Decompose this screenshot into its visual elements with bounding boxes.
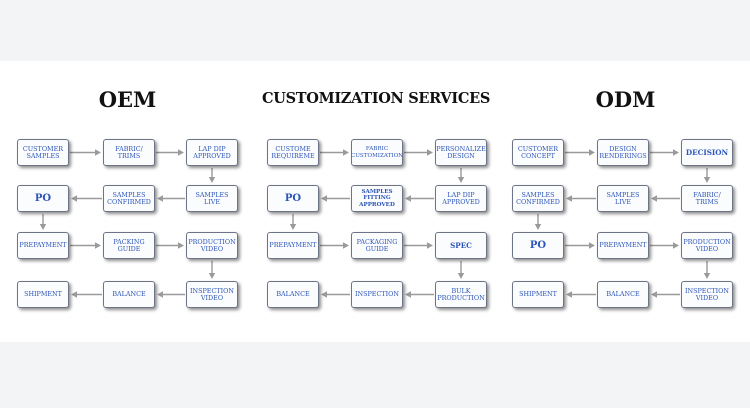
oem-title: OEM (98, 87, 157, 112)
oem-inspection-video-node: INSPECTION VIDEO (186, 281, 238, 308)
odm-customer-concept-node: CUSTOMER CONCEPT (512, 139, 564, 166)
odm-design-renderings-node: DESIGN RENDERINGS (597, 139, 649, 166)
cust-bulk-production-node: BULK PRODUCTION (435, 281, 487, 308)
odm-prepayment-node: PREPAYMENT (597, 232, 649, 259)
cust-inspection-node: INSPECTION (351, 281, 403, 308)
odm-inspection-video-node: INSPECTION VIDEO (681, 281, 733, 308)
oem-po-node: PO (17, 185, 69, 212)
oem-prepayment-node: PREPAYMENT (17, 232, 69, 259)
oem-samples-live-node: SAMPLES LIVE (186, 185, 238, 212)
cust-balance-node: BALANCE (267, 281, 319, 308)
odm-balance-node: BALANCE (597, 281, 649, 308)
cust-samples-fitting-approved-node: SAMPLES FITTING APPROVED (351, 185, 403, 212)
odm-samples-live-node: SAMPLES LIVE (597, 185, 649, 212)
oem-lap-dip-approved-node: LAP DIP APPROVED (186, 139, 238, 166)
odm-shipment-node: SHIPMENT (512, 281, 564, 308)
odm-title: ODM (595, 87, 656, 112)
cust-packaging-guide-node: PACKAGING GUIDE (351, 232, 403, 259)
cust-custome-requireme-node: CUSTOME REQUIREME (267, 139, 319, 166)
odm-fabric-trims-node: FABRIC/ TRIMS (681, 185, 733, 212)
oem-packing-guide-node: PACKING GUIDE (103, 232, 155, 259)
odm-production-video-node: PRODUCTION VIDEO (681, 232, 733, 259)
oem-production-video-node: PRODUCTION VIDEO (186, 232, 238, 259)
cust-personalize-design-node: PERSONALIZE DESIGN (435, 139, 487, 166)
cust-spec-node: SPEC (435, 232, 487, 259)
cust-lap-dip-approved-node: LAP DIP APPROVED (435, 185, 487, 212)
odm-samples-confirmed-node: SAMPLES CONFIRMED (512, 185, 564, 212)
cust-po-node: PO (267, 185, 319, 212)
customization-title: CUSTOMIZATION SERVICES (262, 90, 491, 107)
oem-customer-samples-node: CUSTOMER SAMPLES (17, 139, 69, 166)
cust-prepayment-node: PREPAYMENT (267, 232, 319, 259)
odm-po-node: PO (512, 232, 564, 259)
oem-balance-node: BALANCE (103, 281, 155, 308)
odm-decision-node: DECISION (681, 139, 733, 166)
oem-samples-confirmed-node: SAMPLES CONFIRMED (103, 185, 155, 212)
oem-shipment-node: SHIPMENT (17, 281, 69, 308)
cust-fabric-customization-node: FABRIC CUSTOMIZATION (351, 139, 403, 166)
oem-fabric-trims-node: FABRIC/ TRIMS (103, 139, 155, 166)
